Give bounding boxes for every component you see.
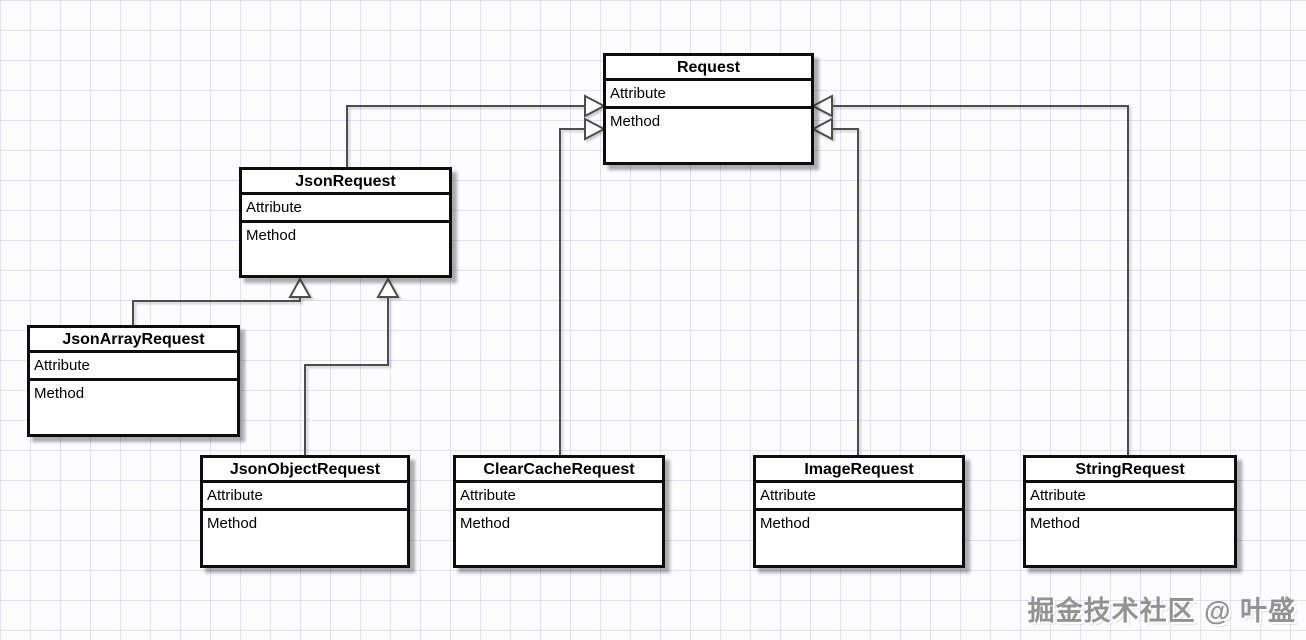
class-method-row: Method (246, 227, 297, 244)
class-method-row: Method (207, 515, 258, 532)
class-attribute-row: Attribute (203, 483, 407, 511)
generalization-arrowhead (810, 117, 833, 141)
class-attribute-row: Attribute (242, 195, 449, 223)
generalization-arrowhead (288, 276, 312, 298)
connector-clearcacherequest-to-request (559, 117, 607, 455)
class-title: Request (606, 56, 811, 81)
class-box-stringrequest[interactable]: StringRequest Attribute Method (1023, 455, 1237, 568)
class-attribute-row: Attribute (456, 483, 662, 511)
class-box-request[interactable]: Request Attribute Method (603, 53, 814, 165)
class-attribute-row: Attribute (30, 353, 237, 381)
class-box-jsonobjectrequest[interactable]: JsonObjectRequest Attribute Method (200, 455, 410, 568)
generalization-arrowhead (810, 94, 833, 118)
connector-imagerequest-to-request (810, 117, 859, 455)
class-box-jsonrequest[interactable]: JsonRequest Attribute Method (239, 167, 452, 278)
connector-stringrequest-to-request (810, 94, 1129, 455)
class-method-row: Method (460, 515, 511, 532)
generalization-arrowhead (584, 117, 607, 141)
class-box-clearcacherequest[interactable]: ClearCacheRequest Attribute Method (453, 455, 665, 568)
class-method-row: Method (1030, 515, 1081, 532)
class-title: JsonRequest (242, 170, 449, 195)
watermark-text: 掘金技术社区 @ 叶盛 (1027, 596, 1296, 626)
class-method-row: Method (760, 515, 811, 532)
connector-jsonarrayrequest-to-jsonrequest (132, 276, 312, 325)
class-title: JsonObjectRequest (203, 458, 407, 483)
class-attribute-row: Attribute (1026, 483, 1234, 511)
class-title: ClearCacheRequest (456, 458, 662, 483)
class-box-jsonarrayrequest[interactable]: JsonArrayRequest Attribute Method (27, 325, 240, 437)
generalization-arrowhead (584, 94, 607, 118)
class-box-imagerequest[interactable]: ImageRequest Attribute Method (753, 455, 965, 568)
connector-jsonrequest-to-request (346, 94, 607, 167)
class-title: StringRequest (1026, 458, 1234, 483)
class-attribute-row: Attribute (756, 483, 962, 511)
class-attribute-row: Attribute (606, 81, 811, 109)
connector-jsonobjectrequest-to-jsonrequest (304, 276, 400, 455)
class-title: JsonArrayRequest (30, 328, 237, 353)
class-method-row: Method (610, 113, 661, 130)
class-method-row: Method (34, 385, 85, 402)
class-title: ImageRequest (756, 458, 962, 483)
generalization-arrowhead (376, 276, 400, 298)
